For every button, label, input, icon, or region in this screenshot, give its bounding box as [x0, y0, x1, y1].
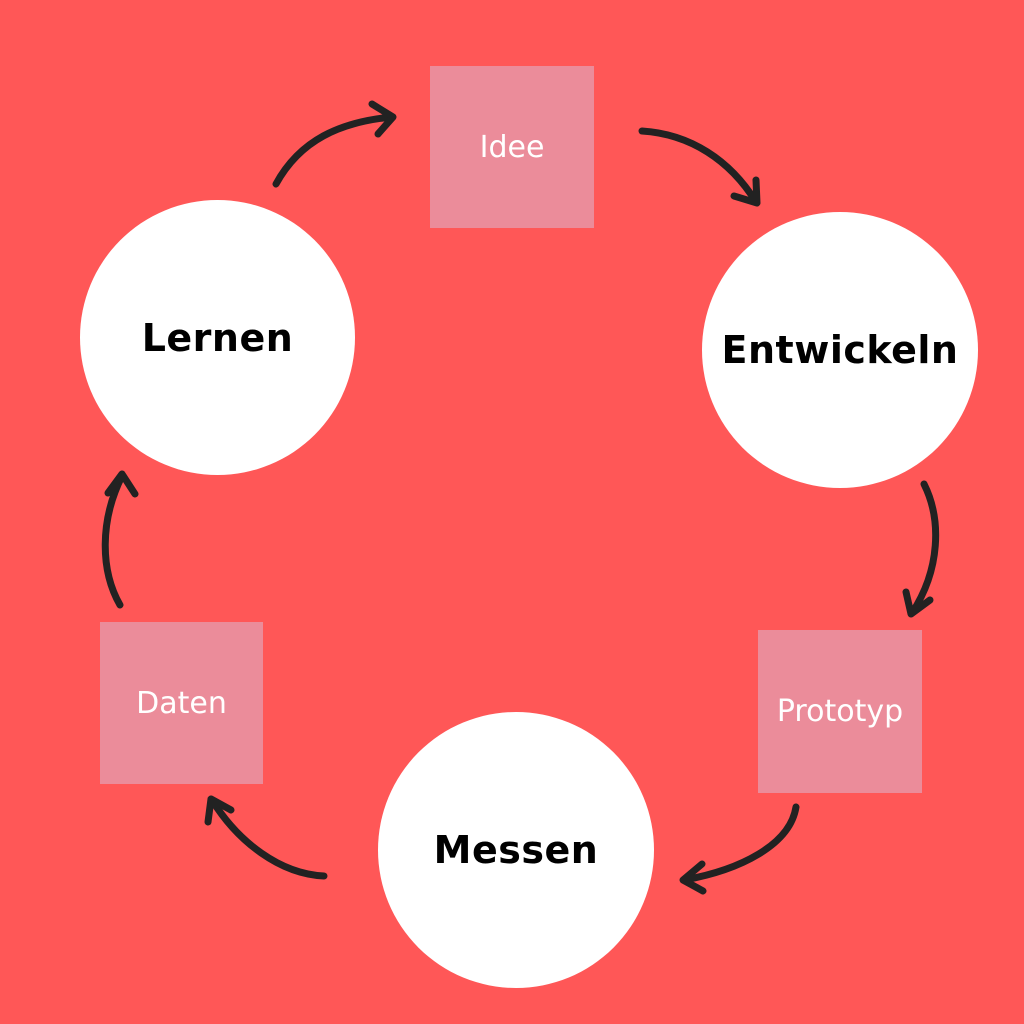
- arrow-messen-to-daten: [208, 796, 328, 880]
- arrow-entwickeln-to-prototyp: [908, 480, 940, 617]
- arrowhead-entwickeln-to-prototyp: [902, 588, 934, 618]
- artifact-label-daten: Daten: [136, 685, 227, 721]
- stage-circle-lernen: Lernen: [80, 200, 355, 475]
- artifact-label-prototyp: Prototyp: [776, 694, 904, 729]
- arrowhead-lernen-to-idee: [368, 100, 397, 138]
- artifact-box-daten: Daten: [100, 622, 263, 784]
- arrow-prototyp-to-messen: [680, 803, 800, 884]
- stage-label-entwickeln: Entwickeln: [721, 328, 959, 372]
- arrowhead-idee-to-entwickeln: [730, 176, 761, 207]
- artifact-box-idee: Idee: [430, 66, 594, 228]
- artifact-label-idee: Idee: [479, 129, 545, 165]
- arrowhead-messen-to-daten: [204, 795, 235, 826]
- stage-circle-messen: Messen: [378, 712, 654, 988]
- stage-label-messen: Messen: [433, 828, 599, 872]
- artifact-box-prototyp: Prototyp: [758, 630, 922, 793]
- arrow-lernen-to-idee: [272, 113, 396, 188]
- arrow-daten-to-lernen: [101, 472, 126, 609]
- arrowhead-prototyp-to-messen: [679, 860, 707, 895]
- stage-circle-entwickeln: Entwickeln: [702, 212, 978, 488]
- arrowhead-daten-to-lernen: [104, 470, 139, 498]
- arrow-idee-to-entwickeln: [638, 127, 760, 206]
- stage-label-lernen: Lernen: [141, 315, 294, 360]
